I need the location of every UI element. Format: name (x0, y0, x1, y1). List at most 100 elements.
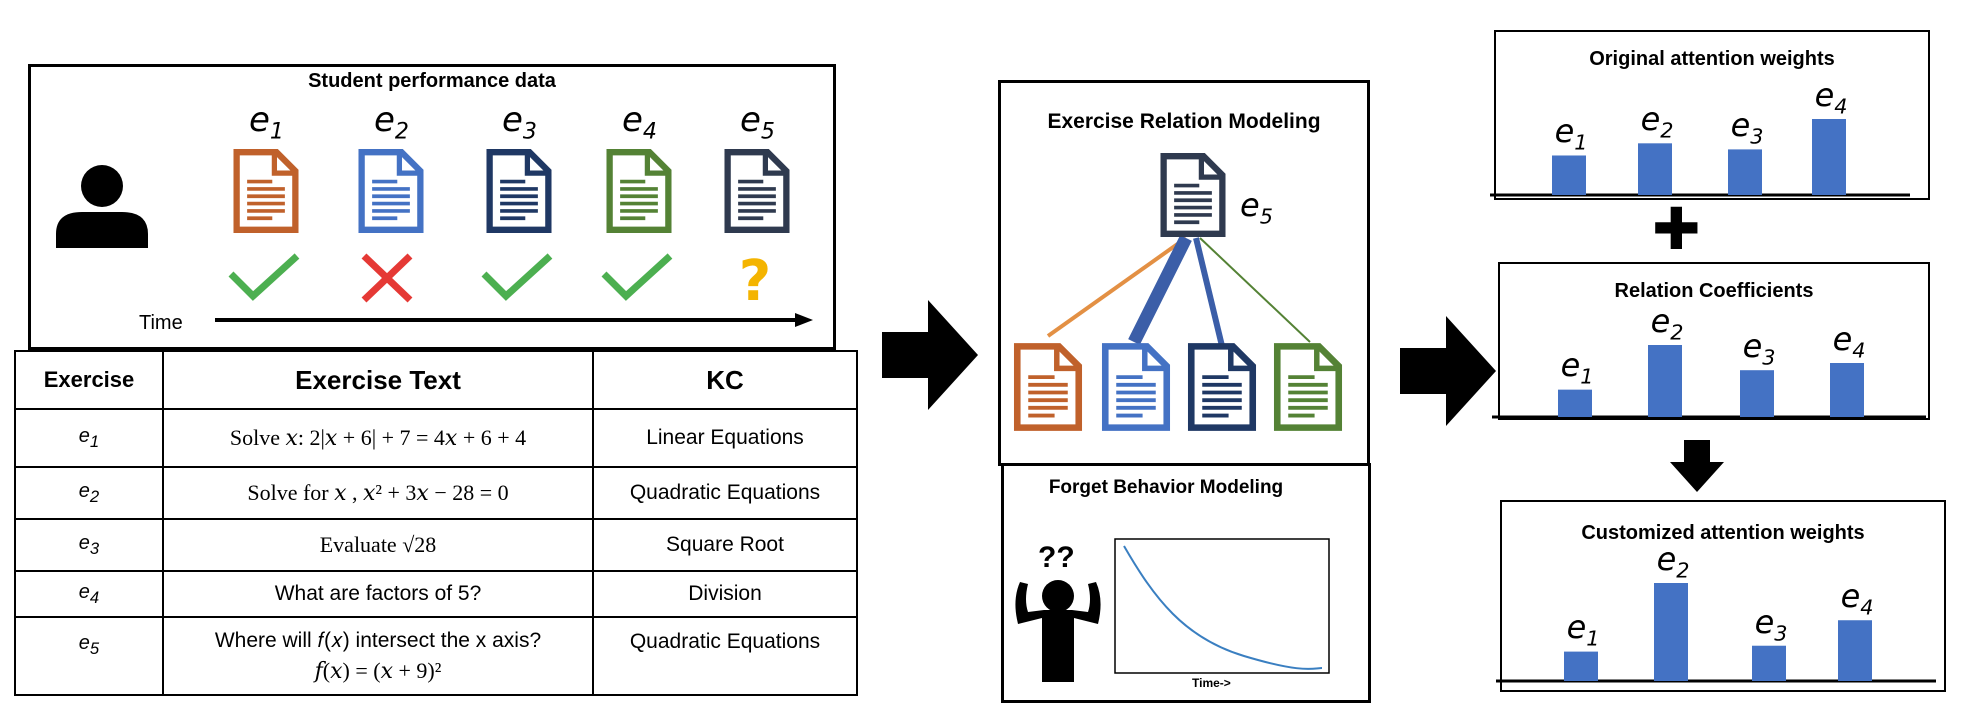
bar-chart-svg (1492, 345, 1926, 419)
table-row: e4 What are factors of 5? Division (14, 570, 858, 618)
bar-label-sub: 2 (1670, 320, 1684, 345)
forget-modeling-title: Forget Behavior Modeling (1048, 477, 1284, 498)
relation-edge-e1 (1046, 236, 1188, 338)
document-icon (358, 149, 424, 233)
bar-label: e4 (1815, 76, 1848, 118)
bar-label: e2 (1657, 540, 1690, 582)
row-text: Solve for 𝑥 , 𝑥² + 3𝑥 − 28 = 0 (162, 466, 594, 520)
row-kc: Quadratic Equations (592, 466, 858, 520)
bar-chart-svg (1490, 119, 1910, 197)
bar-label-sub: 2 (1676, 558, 1690, 583)
bar-chart-svg (1496, 583, 1936, 683)
bar-label-letter: e (1730, 106, 1751, 145)
bar (1728, 149, 1762, 195)
relation-edge-e3 (1193, 237, 1225, 347)
exercise-label: e3 (502, 100, 537, 145)
row-text: Where will 𝑓(𝑥) intersect the x axis? 𝑓(… (162, 616, 594, 696)
question-icon: ? (739, 252, 771, 304)
check-icon (228, 253, 300, 301)
exercise-label-letter: e (249, 100, 270, 140)
bar-label-sub: 3 (1774, 620, 1788, 645)
bar-label: e1 (1561, 346, 1594, 388)
bar (1752, 645, 1786, 681)
exercise-label-sub: 5 (760, 118, 775, 145)
bar-label: e2 (1641, 100, 1674, 142)
document-icon (1013, 343, 1083, 431)
row-exercise-label: e (78, 531, 90, 554)
bar-label: e4 (1841, 577, 1874, 619)
row-exercise-sub: 4 (89, 587, 100, 607)
time-label: Time (139, 312, 183, 334)
bar (1552, 155, 1586, 195)
exercise-label-letter: e (622, 100, 643, 140)
document-icon (1273, 343, 1343, 431)
bar-label-letter: e (1832, 319, 1853, 358)
check-icon (601, 253, 673, 301)
flow-arrow-right (1400, 316, 1496, 426)
table-row: e1 Solve 𝑥: 2|𝑥 + 6| + 7 = 4𝑥 + 6 + 4 Li… (14, 408, 858, 468)
row-text-line1: Where will 𝑓(𝑥) intersect the x axis? (214, 629, 542, 652)
bar-label-sub: 3 (1762, 345, 1776, 370)
exercise-label-sub: 4 (642, 118, 657, 145)
row-exercise-label: e (78, 424, 90, 447)
plus-icon: ✚ (1652, 197, 1701, 262)
row-kc: Quadratic Equations (592, 616, 858, 696)
customized-weights-title: Customized attention weights (1581, 522, 1865, 544)
bar (1558, 389, 1592, 417)
bar-label-letter: e (1640, 100, 1661, 139)
row-text-line2: 𝑓(𝑥) = (𝑥 + 9)² (314, 658, 442, 683)
bar (1648, 345, 1682, 417)
col-header-exercise: Exercise (14, 350, 164, 410)
cross-icon (361, 253, 413, 303)
bar-label: e1 (1567, 608, 1600, 650)
row-exercise-sub: 5 (89, 639, 100, 658)
bar-label-sub: 1 (1574, 130, 1588, 155)
row-text: What are factors of 5? (162, 570, 594, 618)
table-row: e5 Where will 𝑓(𝑥) intersect the x axis?… (14, 616, 858, 696)
bar-label-sub: 3 (1750, 124, 1764, 149)
relation-graph (1046, 235, 1311, 347)
bar-label-letter: e (1566, 608, 1587, 647)
exercise-label-letter: e (374, 100, 395, 140)
check-icon (481, 253, 553, 301)
bar (1654, 583, 1688, 681)
bar-label-letter: e (1754, 602, 1775, 641)
relation-center-sub: 5 (1259, 204, 1273, 229)
bar (1812, 119, 1846, 195)
bar-label-letter: e (1650, 301, 1671, 340)
row-exercise-label: e (78, 632, 90, 654)
bar-label-letter: e (1560, 346, 1581, 385)
bar-label-sub: 4 (1852, 338, 1866, 363)
bar-label-sub: 2 (1660, 118, 1674, 143)
exercise-table: Exercise Exercise Text KC e1 Solve 𝑥: 2|… (14, 350, 858, 696)
bar-label-sub: 4 (1834, 94, 1848, 119)
document-icon (1101, 343, 1171, 431)
row-exercise: e3 (14, 518, 164, 572)
relation-edge-e2 (1128, 235, 1192, 345)
bar (1564, 651, 1598, 681)
col-header-exercise-text: Exercise Text (162, 350, 594, 410)
student-icon (56, 165, 148, 248)
col-header-kc: KC (592, 350, 858, 410)
exercise-label: e1 (249, 100, 284, 145)
forgetting-curve-chart (1114, 538, 1330, 674)
bar-label-sub: 1 (1586, 626, 1600, 651)
row-exercise-label: e (78, 580, 90, 603)
confused-person-icon (1015, 580, 1101, 682)
row-text: Evaluate √28 (162, 518, 594, 572)
bar (1830, 363, 1864, 417)
original-weights-title: Original attention weights (1589, 48, 1835, 70)
row-exercise-label: e (78, 479, 90, 502)
table-row: e2 Solve for 𝑥 , 𝑥² + 3𝑥 − 28 = 0 Quadra… (14, 466, 858, 520)
bar-label: e4 (1833, 320, 1866, 362)
bar (1638, 143, 1672, 195)
bar-label: e1 (1555, 112, 1588, 154)
table-row: e3 Evaluate √28 Square Root (14, 518, 858, 572)
document-icon (486, 149, 552, 233)
document-icon (233, 149, 299, 233)
bar-label-letter: e (1554, 112, 1575, 151)
exercise-label-letter: e (502, 100, 523, 140)
bar (1838, 620, 1872, 681)
exercise-label: e2 (374, 100, 409, 145)
question-mark: ? (739, 252, 771, 304)
